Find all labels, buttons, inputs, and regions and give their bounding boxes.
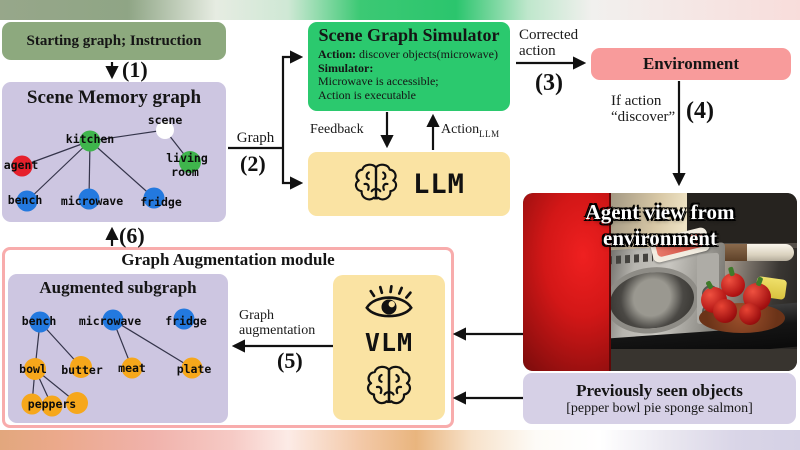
step-6-label: (6): [119, 223, 145, 248]
brain-icon: [366, 365, 412, 405]
simulator-simulator-label: Simulator:: [318, 60, 374, 75]
if-action-label: If action “discover”: [611, 93, 676, 126]
arrow-graph-to-simulator: [281, 50, 304, 148]
llm-box: LLM: [308, 152, 510, 216]
fridge-shape: [523, 193, 611, 371]
agent-view-title-line1: Agent view from: [585, 200, 735, 224]
step-1-label: (1): [122, 57, 148, 82]
previously-seen-objects-list: [pepper bowl pie sponge salmon]: [566, 400, 753, 416]
step-5-label: (5): [277, 348, 303, 373]
simulator-action-label: Action:: [318, 47, 356, 61]
under-counter-shape: [561, 349, 797, 371]
agent-view-title: Agent view from environment: [523, 199, 797, 252]
corrected-action-label: Corrected action: [519, 27, 579, 60]
agent-view-image: Agent view from environment: [523, 193, 797, 371]
environment-label: Environment: [642, 54, 740, 73]
step-2-label: (2): [240, 151, 266, 176]
starting-graph-box: Starting graph; Instruction: [2, 22, 226, 60]
previously-seen-objects-box: Previously seen objects [pepper bowl pie…: [523, 373, 796, 424]
llm-label: LLM: [413, 168, 465, 200]
graph-augmentation-module-title: Graph Augmentation module: [121, 250, 335, 269]
previously-seen-objects-title: Previously seen objects: [576, 381, 743, 401]
arrow-graph-to-llm: [281, 148, 304, 190]
graph-label: Graph: [236, 130, 275, 146]
simulator-result-line2: Action is executable: [318, 87, 416, 102]
graph-augmentation-label: Graph augmentation: [239, 308, 316, 339]
peppers-shape: [699, 265, 785, 325]
simulator-title: Scene Graph Simulator: [318, 25, 500, 45]
bottom-letterbox-strip: [0, 430, 800, 450]
eye-icon: [365, 285, 413, 318]
scene-memory-graph-title: Scene Memory graph: [26, 87, 202, 108]
step-3-label: (3): [535, 70, 563, 96]
simulator-result-line1: Microwave is accessible;: [318, 74, 439, 88]
step-4-label: (4): [686, 98, 714, 124]
augmented-subgraph-title: Augmented subgraph: [39, 278, 197, 297]
environment-box: Environment: [591, 48, 791, 80]
simulator-body: Action: discover objects(microwave) Simu…: [318, 47, 508, 102]
vlm-label: VLM: [364, 328, 414, 357]
scene-graph-simulator-box: [308, 22, 510, 111]
top-letterbox-strip: [0, 0, 800, 20]
brain-icon: [354, 163, 398, 201]
starting-graph-label: Starting graph; Instruction: [26, 32, 202, 49]
agent-view-title-line2: environment: [603, 226, 717, 251]
vlm-box: VLM: [333, 275, 445, 420]
feedback-label: Feedback: [310, 122, 364, 137]
simulator-action-value: discover objects(microwave): [359, 47, 498, 61]
action-llm-label: ActionLLM: [441, 122, 500, 139]
